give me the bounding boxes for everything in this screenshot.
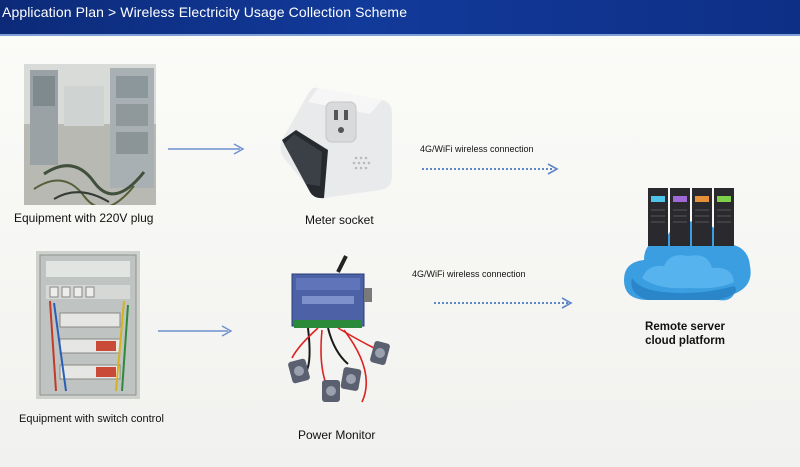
bottom-connection-label: 4G/WiFi wireless connection [412, 269, 526, 279]
equipment-plug-label: Equipment with 220V plug [14, 211, 154, 225]
power-monitor-image [278, 252, 396, 424]
remote-server-label: Remote server cloud platform [630, 320, 740, 348]
equipment-switch-photo [36, 251, 140, 399]
power-monitor-label: Power Monitor [298, 428, 376, 442]
remote-server-line1: Remote server [645, 321, 725, 333]
equipment-plug-photo [24, 64, 156, 205]
arrow-plug-to-socket [168, 143, 245, 155]
breadcrumb: Application Plan > Wireless Electricity … [2, 4, 408, 20]
equipment-switch-label: Equipment with switch control [19, 413, 164, 425]
arrow-monitor-to-cloud [434, 297, 573, 309]
arrow-socket-to-cloud [422, 163, 559, 175]
meter-socket-image [270, 80, 394, 200]
header-bar: Application Plan > Wireless Electricity … [0, 0, 800, 36]
meter-socket-label: Meter socket [305, 213, 374, 227]
top-connection-label: 4G/WiFi wireless connection [420, 144, 534, 154]
arrow-switch-to-monitor [158, 325, 233, 337]
cloud-server-icon [618, 182, 758, 314]
remote-server-line2: cloud platform [645, 335, 725, 347]
